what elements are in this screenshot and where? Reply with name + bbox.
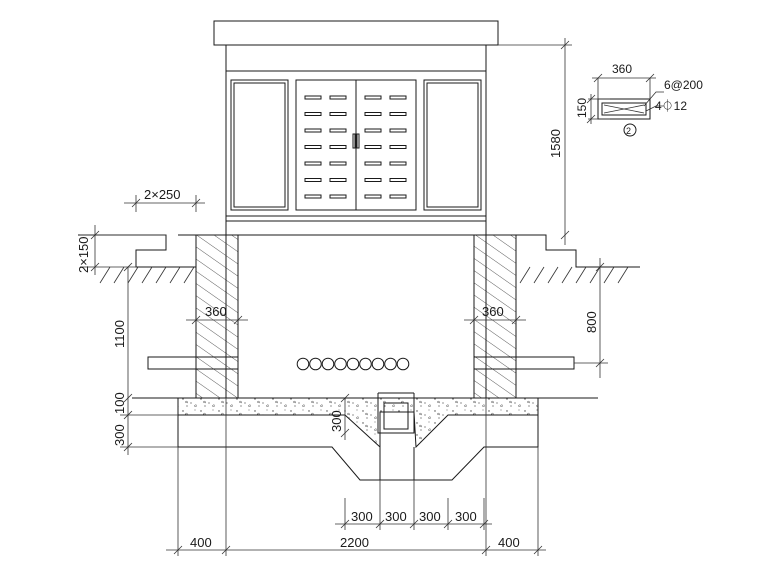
louvre-slot [304,95,322,100]
conduit-circle [296,357,310,371]
louvre-slot [364,178,382,182]
louvre-slot [329,145,347,149]
beam-detail [586,73,664,137]
dim-bottom-segment-2: 300 [385,509,407,524]
detail-height: 150 [575,98,589,118]
louvre-slot [304,112,322,116]
detail-marker-circle [623,123,637,137]
louvre-slot [304,128,322,133]
dim-overall-left: 400 [190,535,212,550]
louvre-slot [304,178,322,182]
louvre-slot [329,112,347,116]
louvre-slot [364,145,382,149]
kiosk-roof [213,20,499,46]
door-handle-icon [352,133,356,149]
louvre-slot [329,161,347,166]
louvre-slot [364,128,382,133]
kiosk-body [225,44,487,236]
conduit-circle [334,357,347,371]
dim-pit-depth: 300 [329,410,344,432]
transformer-kiosk [213,20,499,236]
louvre-slot [364,161,382,166]
conduit-circle [384,357,397,371]
right-panel [423,79,482,211]
conduit-circle [346,357,360,371]
dim-depth-right: 800 [584,311,599,333]
louvre-slot [304,145,322,149]
louvre-slot [304,161,322,166]
dim-wall-thickness-right: 360 [482,304,504,319]
dim-wall-width-top: 2×250 [144,187,181,202]
conduit-circle [396,357,410,371]
dim-slab-top: 100 [112,392,127,414]
louvre-slot [329,128,347,133]
left-panel [230,79,289,211]
louvre-slot [329,178,347,182]
foundation-base [177,415,539,481]
dimension-lines [80,38,608,556]
detail-rebar: 4⏀12 [655,98,687,113]
louvre-slot [389,112,407,116]
dim-total-height: 1580 [548,129,563,158]
conduit-circle [371,357,385,371]
louvre-slot [364,95,382,100]
right-wall [473,234,517,399]
dim-wall-thickness-left: 360 [205,304,227,319]
louvre-slot [364,194,382,199]
louvre-slot [389,194,407,199]
detail-stirrup: 6@200 [664,78,703,92]
conduit-circle [321,357,335,371]
dim-overall-middle: 2200 [340,535,369,550]
dim-bottom-segment-3: 300 [419,509,441,524]
louvre-slot [329,194,347,199]
louvre-slot [389,161,407,166]
ground-line [78,234,640,284]
louvre-slot [389,95,407,100]
conduit-circle [309,357,322,371]
sump-pit [377,397,415,434]
door-louvres [304,95,407,199]
detail-marker: 2 [626,126,631,136]
louvre-slot [389,145,407,149]
left-ledge [147,356,239,370]
louvre-slot [389,178,407,182]
dim-depth-below-grade: 1100 [112,320,127,348]
dim-slab-bottom: 300 [112,424,127,446]
dim-overall-right: 400 [498,535,520,550]
dim-bottom-segment-4: 300 [455,509,477,524]
cable-conduits [296,357,410,371]
conduit-circle [359,357,372,371]
detail-width: 360 [612,62,632,76]
louvre-slot [389,128,407,133]
left-wall [195,234,239,399]
dim-bottom-segment-1: 300 [351,509,373,524]
louvre-slot [329,95,347,100]
dim-step-height: 2×150 [76,236,91,273]
louvre-slot [364,112,382,116]
floor-slab [177,397,539,449]
louvre-slot [304,194,322,199]
